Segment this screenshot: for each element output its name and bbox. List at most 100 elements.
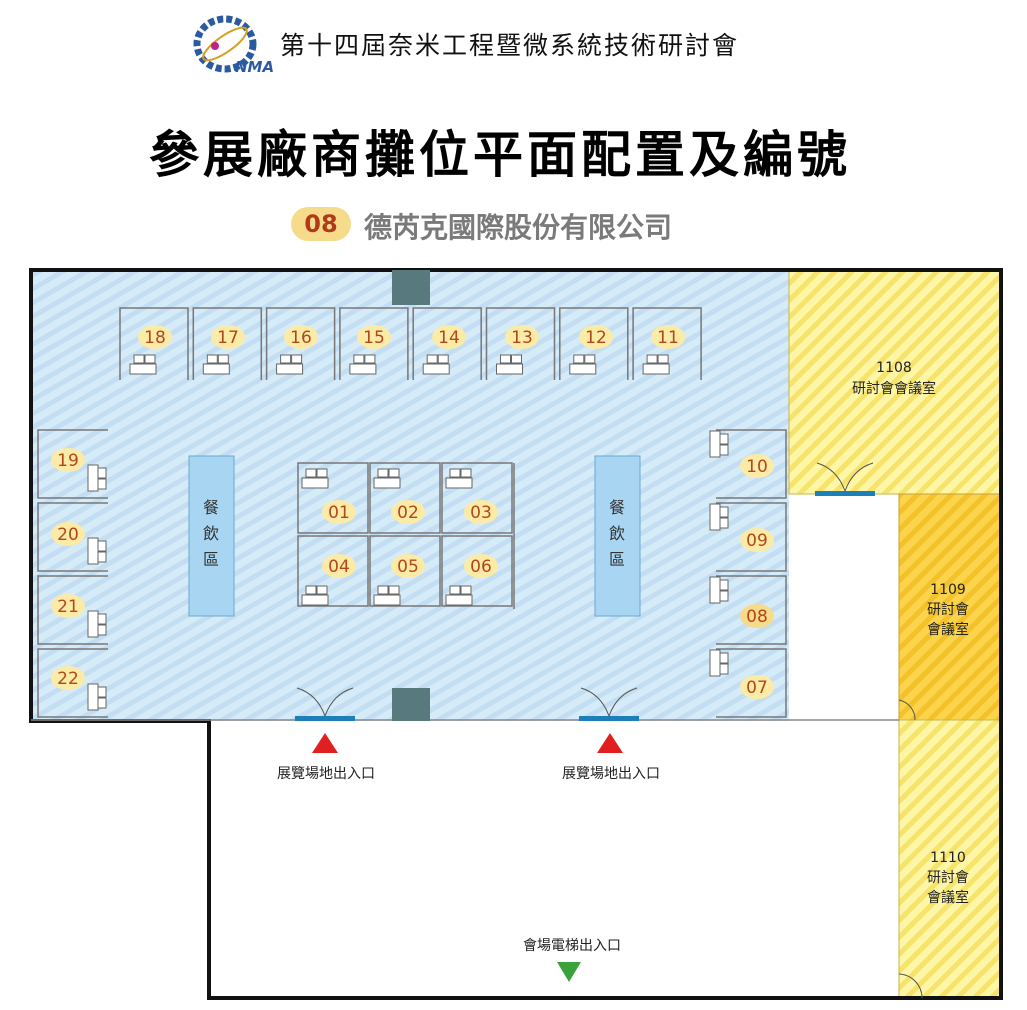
door-swing bbox=[608, 687, 638, 717]
highlight-company-name: 德芮克國際股份有限公司 bbox=[364, 211, 673, 244]
booth-partition bbox=[412, 307, 482, 380]
table bbox=[496, 363, 523, 375]
dining-label: 飲 bbox=[609, 524, 625, 543]
door-swing bbox=[324, 687, 354, 717]
desk bbox=[291, 354, 303, 364]
booth-number-badge bbox=[391, 554, 425, 578]
table bbox=[709, 649, 721, 677]
entrance-label-left: 展覽場地出入口 bbox=[277, 766, 375, 782]
table bbox=[422, 363, 450, 375]
booth-number: 06 bbox=[470, 557, 492, 577]
booth-08: 08 bbox=[740, 604, 774, 628]
desk bbox=[500, 354, 511, 364]
desk bbox=[719, 663, 729, 675]
desk bbox=[388, 468, 400, 478]
booth-number-badge bbox=[51, 448, 85, 472]
desk bbox=[217, 354, 229, 364]
room-1110-label: 會議室 bbox=[927, 889, 969, 906]
booth-number: 11 bbox=[657, 328, 679, 348]
desk bbox=[316, 468, 328, 478]
booth-number-badge bbox=[464, 500, 498, 524]
svg-text:NMA: NMA bbox=[235, 58, 273, 76]
booth-number-badge bbox=[579, 325, 613, 349]
booth-number-badge bbox=[357, 325, 391, 349]
booth-partition bbox=[297, 535, 369, 607]
desk bbox=[97, 686, 107, 698]
booth-number: 01 bbox=[328, 503, 350, 523]
desk bbox=[133, 354, 145, 364]
desk bbox=[657, 354, 669, 364]
table bbox=[202, 363, 230, 375]
room-1108 bbox=[788, 269, 1002, 495]
booth-partition bbox=[632, 307, 702, 380]
desk bbox=[305, 585, 317, 595]
desk bbox=[511, 354, 522, 364]
desk bbox=[460, 468, 472, 478]
booth-16: 16 bbox=[284, 325, 318, 349]
booth-10: 10 bbox=[740, 454, 774, 478]
pillar bbox=[392, 688, 430, 721]
table bbox=[276, 363, 304, 375]
conference-title: 第十四屆奈米工程暨微系統技術研討會 bbox=[280, 31, 740, 60]
booth-number-badge bbox=[740, 454, 774, 478]
door-swing bbox=[844, 462, 874, 492]
desk bbox=[316, 585, 328, 595]
door-swing bbox=[898, 973, 923, 999]
booth-partition bbox=[441, 462, 513, 534]
dining-label: 區 bbox=[203, 550, 219, 569]
desk bbox=[719, 433, 729, 445]
table bbox=[373, 594, 401, 606]
booth-number-badge bbox=[740, 675, 774, 699]
booth-partition bbox=[119, 307, 189, 380]
booth-number: 18 bbox=[144, 328, 166, 348]
booth-number-badge bbox=[284, 325, 318, 349]
booth-number: 03 bbox=[470, 503, 492, 523]
room-1109-label: 會議室 bbox=[927, 621, 969, 638]
booth-number: 09 bbox=[746, 531, 768, 551]
booth-01: 01 bbox=[322, 500, 356, 524]
door bbox=[579, 716, 639, 721]
desk bbox=[280, 354, 292, 364]
table bbox=[709, 503, 721, 531]
desk bbox=[426, 354, 438, 364]
desk bbox=[449, 468, 461, 478]
booth-22: 22 bbox=[51, 666, 85, 690]
corridor bbox=[789, 494, 899, 720]
booth-number-badge bbox=[740, 604, 774, 628]
desk bbox=[719, 506, 729, 518]
desk bbox=[460, 585, 472, 595]
booth-number-badge bbox=[51, 594, 85, 618]
booth-partition bbox=[192, 307, 263, 380]
booth-partition bbox=[716, 429, 787, 499]
booth-number-badge bbox=[391, 500, 425, 524]
booth-19: 19 bbox=[51, 448, 85, 472]
booth-number: 02 bbox=[397, 503, 419, 523]
booth-partition bbox=[37, 648, 108, 718]
door-swing bbox=[580, 687, 610, 717]
booth-number: 05 bbox=[397, 557, 419, 577]
booth-number-badge bbox=[651, 325, 685, 349]
booth-15: 15 bbox=[357, 325, 391, 349]
entrance-arrow-up bbox=[597, 733, 623, 753]
table bbox=[709, 576, 721, 604]
booth-number-badge bbox=[51, 522, 85, 546]
booth-number: 15 bbox=[363, 328, 385, 348]
table bbox=[569, 363, 597, 375]
booth-04: 04 bbox=[322, 554, 356, 578]
room-1109-number: 1109 bbox=[930, 582, 966, 598]
booth-05: 05 bbox=[391, 554, 425, 578]
desk bbox=[364, 354, 376, 364]
desk bbox=[97, 478, 107, 490]
desk bbox=[97, 613, 107, 625]
pillar bbox=[392, 270, 430, 305]
table bbox=[129, 363, 157, 375]
booth-number-badge bbox=[740, 528, 774, 552]
booth-13: 13 bbox=[505, 325, 539, 349]
booth-partition bbox=[37, 575, 108, 645]
booth-06: 06 bbox=[464, 554, 498, 578]
door-swing bbox=[816, 462, 846, 492]
door-swing bbox=[296, 687, 326, 717]
table bbox=[709, 430, 721, 458]
dining-label: 飲 bbox=[203, 524, 219, 543]
entrance-arrow-up bbox=[312, 733, 338, 753]
